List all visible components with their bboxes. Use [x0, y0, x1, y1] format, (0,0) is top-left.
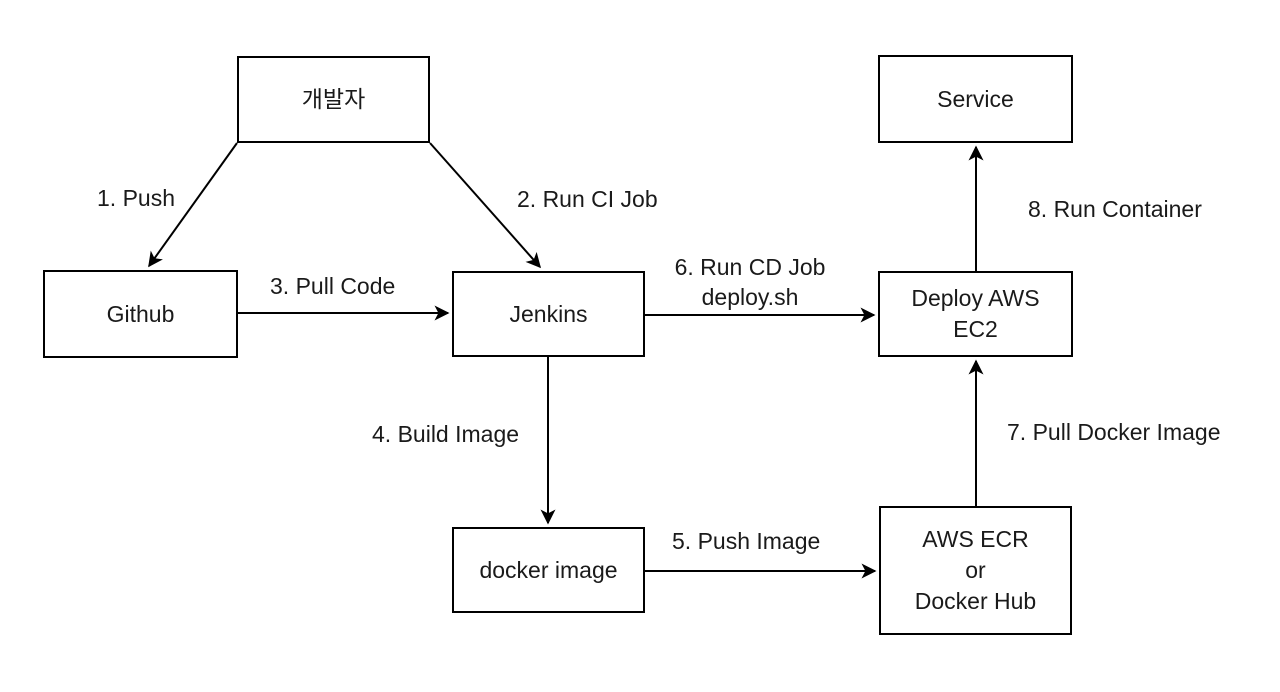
edge-label-pull-code: 3. Pull Code: [270, 273, 396, 299]
edge-label-run-container: 8. Run Container: [1028, 196, 1202, 222]
edge-label-run-cd-job: 6. Run CD Job deploy.sh: [674, 254, 826, 310]
node-jenkins: Jenkins: [452, 271, 645, 357]
edge-label-push: 1. Push: [97, 185, 175, 211]
edge-label-run-ci-job: 2. Run CI Job: [517, 186, 658, 212]
node-docker-image: docker image: [452, 527, 645, 613]
arrow-push: [148, 142, 238, 268]
node-aws-ecr-or-docker-hub: AWS ECR or Docker Hub: [879, 506, 1072, 635]
node-developer: 개발자: [237, 56, 430, 143]
edge-label-push-image: 5. Push Image: [672, 528, 821, 554]
node-deploy-aws-ec2: Deploy AWS EC2: [878, 271, 1073, 357]
edge-label-build-image: 4. Build Image: [372, 421, 520, 447]
node-github: Github: [43, 270, 238, 358]
edge-label-pull-docker-image: 7. Pull Docker Image: [1007, 419, 1221, 445]
node-service: Service: [878, 55, 1073, 143]
arrow-run-ci-job: [429, 142, 541, 269]
